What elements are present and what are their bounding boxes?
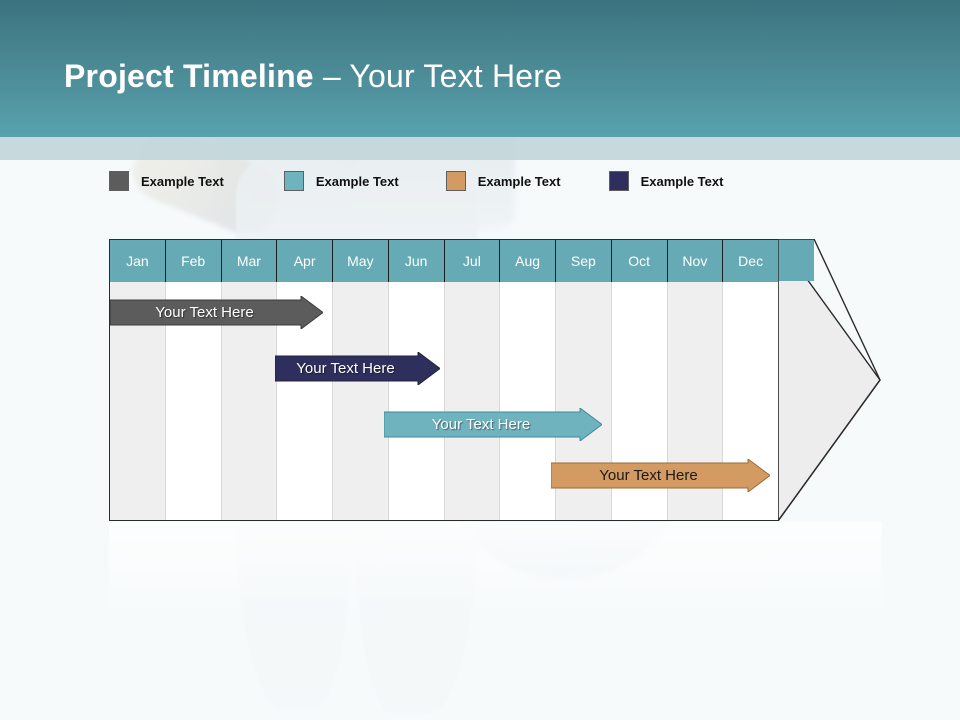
month-header-oct[interactable]: Oct bbox=[611, 240, 668, 282]
task-bar-arrow-shape bbox=[384, 408, 602, 441]
month-header-jan[interactable]: Jan bbox=[110, 240, 166, 282]
chart-column-mar bbox=[221, 240, 278, 520]
month-header-jul[interactable]: Jul bbox=[444, 240, 501, 282]
month-header-apr[interactable]: Apr bbox=[277, 240, 333, 282]
month-header-dec[interactable]: Dec bbox=[723, 240, 778, 282]
legend-item: Example Text bbox=[445, 170, 561, 192]
legend-item-label: Example Text bbox=[640, 173, 724, 189]
month-header-may[interactable]: May bbox=[333, 240, 389, 282]
task-bar-2[interactable]: Your Text Here bbox=[275, 352, 440, 385]
timeline-arrowhead-icon bbox=[778, 239, 882, 521]
task-bar-arrow-shape bbox=[110, 296, 323, 329]
task-bar-1[interactable]: Your Text Here bbox=[110, 296, 323, 329]
task-bar-3[interactable]: Your Text Here bbox=[384, 408, 602, 441]
header-accent-strip bbox=[0, 137, 960, 160]
month-header-sep[interactable]: Sep bbox=[556, 240, 612, 282]
month-header-jun[interactable]: Jun bbox=[388, 240, 445, 282]
month-header-nov[interactable]: Nov bbox=[667, 240, 724, 282]
legend-item: Example Text bbox=[283, 170, 399, 192]
task-bar-4[interactable]: Your Text Here bbox=[551, 459, 770, 492]
task-bar-arrow-shape bbox=[551, 459, 770, 492]
chart-column-jan bbox=[110, 240, 166, 520]
page-title-light: – Your Text Here bbox=[313, 58, 563, 94]
legend: Example Text Example Text Example Text Exam… bbox=[109, 170, 723, 192]
legend-swatch-orange bbox=[445, 171, 466, 191]
month-header-mar[interactable]: Mar bbox=[221, 240, 278, 282]
legend-item-label: Example Text bbox=[477, 173, 561, 189]
legend-swatch-gray bbox=[109, 171, 129, 191]
chart-column-jul bbox=[444, 240, 501, 520]
page-title: Project Timeline – Your Text Here bbox=[64, 58, 562, 95]
legend-item: Example Text bbox=[608, 170, 724, 192]
chart-column-stripes bbox=[110, 240, 778, 520]
legend-item-label: Example Text bbox=[141, 173, 224, 189]
chart-column-feb bbox=[165, 240, 222, 520]
legend-swatch-navy bbox=[608, 171, 629, 191]
legend-item-label: Example Text bbox=[315, 173, 399, 189]
legend-item: Example Text bbox=[109, 170, 224, 192]
chart-column-aug bbox=[500, 240, 556, 520]
month-header-aug[interactable]: Aug bbox=[500, 240, 556, 282]
page-title-strong: Project Timeline bbox=[64, 58, 314, 94]
task-bar-arrow-shape bbox=[275, 352, 440, 385]
month-header-feb[interactable]: Feb bbox=[165, 240, 222, 282]
header-band bbox=[0, 0, 960, 137]
legend-swatch-teal bbox=[283, 171, 304, 191]
chart-reflection bbox=[109, 522, 882, 630]
